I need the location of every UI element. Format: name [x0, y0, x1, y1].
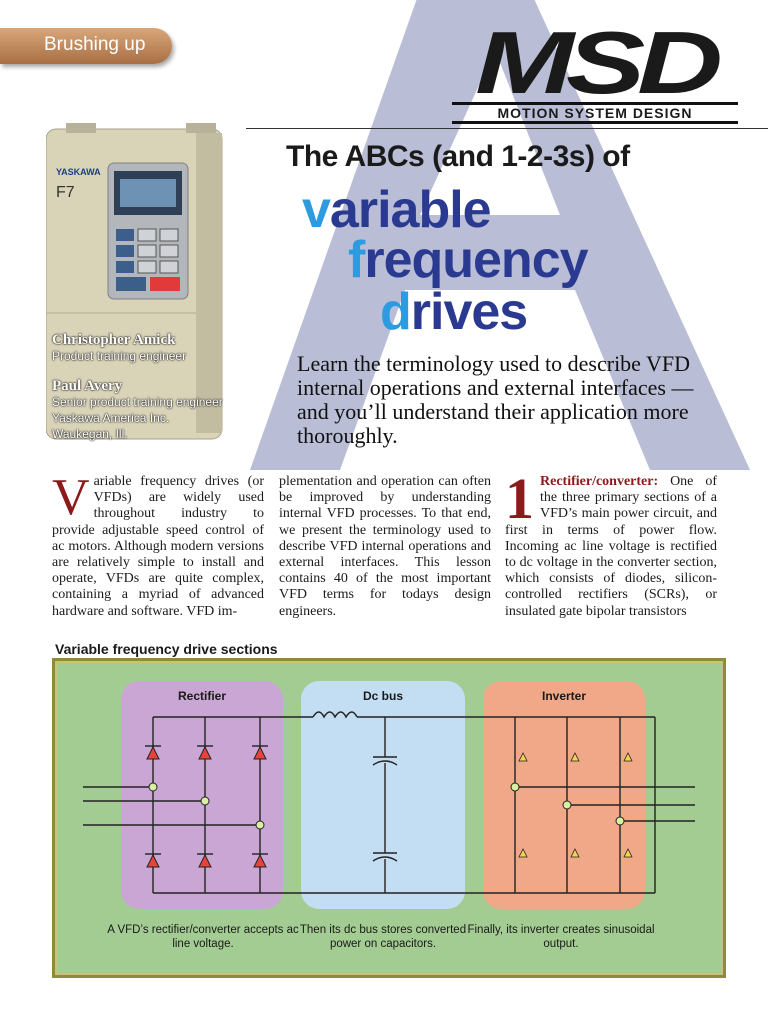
msd-logo: MSD MOTION SYSTEM DESIGN — [452, 19, 738, 124]
inverter-label: Inverter — [541, 689, 587, 703]
deck-text: Learn the terminology used to describe V… — [297, 351, 694, 448]
drive-model: F7 — [56, 184, 75, 201]
section-tab[interactable]: Brushing up — [0, 28, 172, 64]
title-word-drives: drives — [380, 283, 528, 341]
author-2-name: Paul Avery — [52, 378, 123, 394]
drop-cap: V — [52, 469, 90, 526]
circuit-wiring — [83, 711, 695, 894]
dc-bus-section: Dc bus — [301, 681, 465, 909]
author-2-location: Waukegan, Ill. — [52, 427, 128, 441]
caption-rectifier: A VFD’s rectifier/converter accepts ac l… — [107, 924, 299, 950]
term-heading: Rectifier/converter: — [540, 474, 659, 489]
author-1-name: Christopher Amick — [52, 332, 176, 348]
section-tab-label: Brushing up — [44, 34, 146, 55]
logo-mark: MSD — [475, 13, 723, 112]
caption-dc-bus: Then its dc bus stores converted power o… — [299, 924, 467, 950]
term-number: 1 — [505, 466, 534, 531]
background-letter-a — [250, 0, 750, 470]
vfd-diagram: Rectifier Dc bus Inverter — [52, 658, 726, 978]
yaskawa-drive-image: YASKAWA F7 — [46, 123, 223, 440]
logo-name: MOTION SYSTEM DESIGN — [452, 102, 738, 124]
title-word-variable: variable — [302, 181, 492, 239]
body-column-2: plementation and operation can often be … — [279, 474, 491, 619]
author-2-company: Yaskawa America Inc. — [52, 411, 170, 425]
inverter-section: Inverter — [483, 681, 645, 909]
caption-inverter: Finally, its inverter creates sinusoidal… — [467, 924, 655, 950]
author-1-title: Product training engineer — [52, 349, 187, 363]
title-line-1: The ABCs (and 1-2-3s) of — [286, 140, 630, 173]
rectifier-section: Rectifier — [121, 681, 283, 909]
header-rule — [246, 128, 768, 129]
title-word-frequency: frequency — [348, 231, 589, 289]
author-credits: Christopher Amick Product training engin… — [52, 326, 252, 442]
dc-bus-label: Dc bus — [362, 689, 403, 703]
figure-title: Variable frequency drive sections — [55, 641, 278, 657]
drive-brand: YASKAWA — [56, 167, 101, 177]
rectifier-label: Rectifier — [177, 689, 227, 703]
author-2-title: Senior product training engineer — [52, 395, 223, 409]
